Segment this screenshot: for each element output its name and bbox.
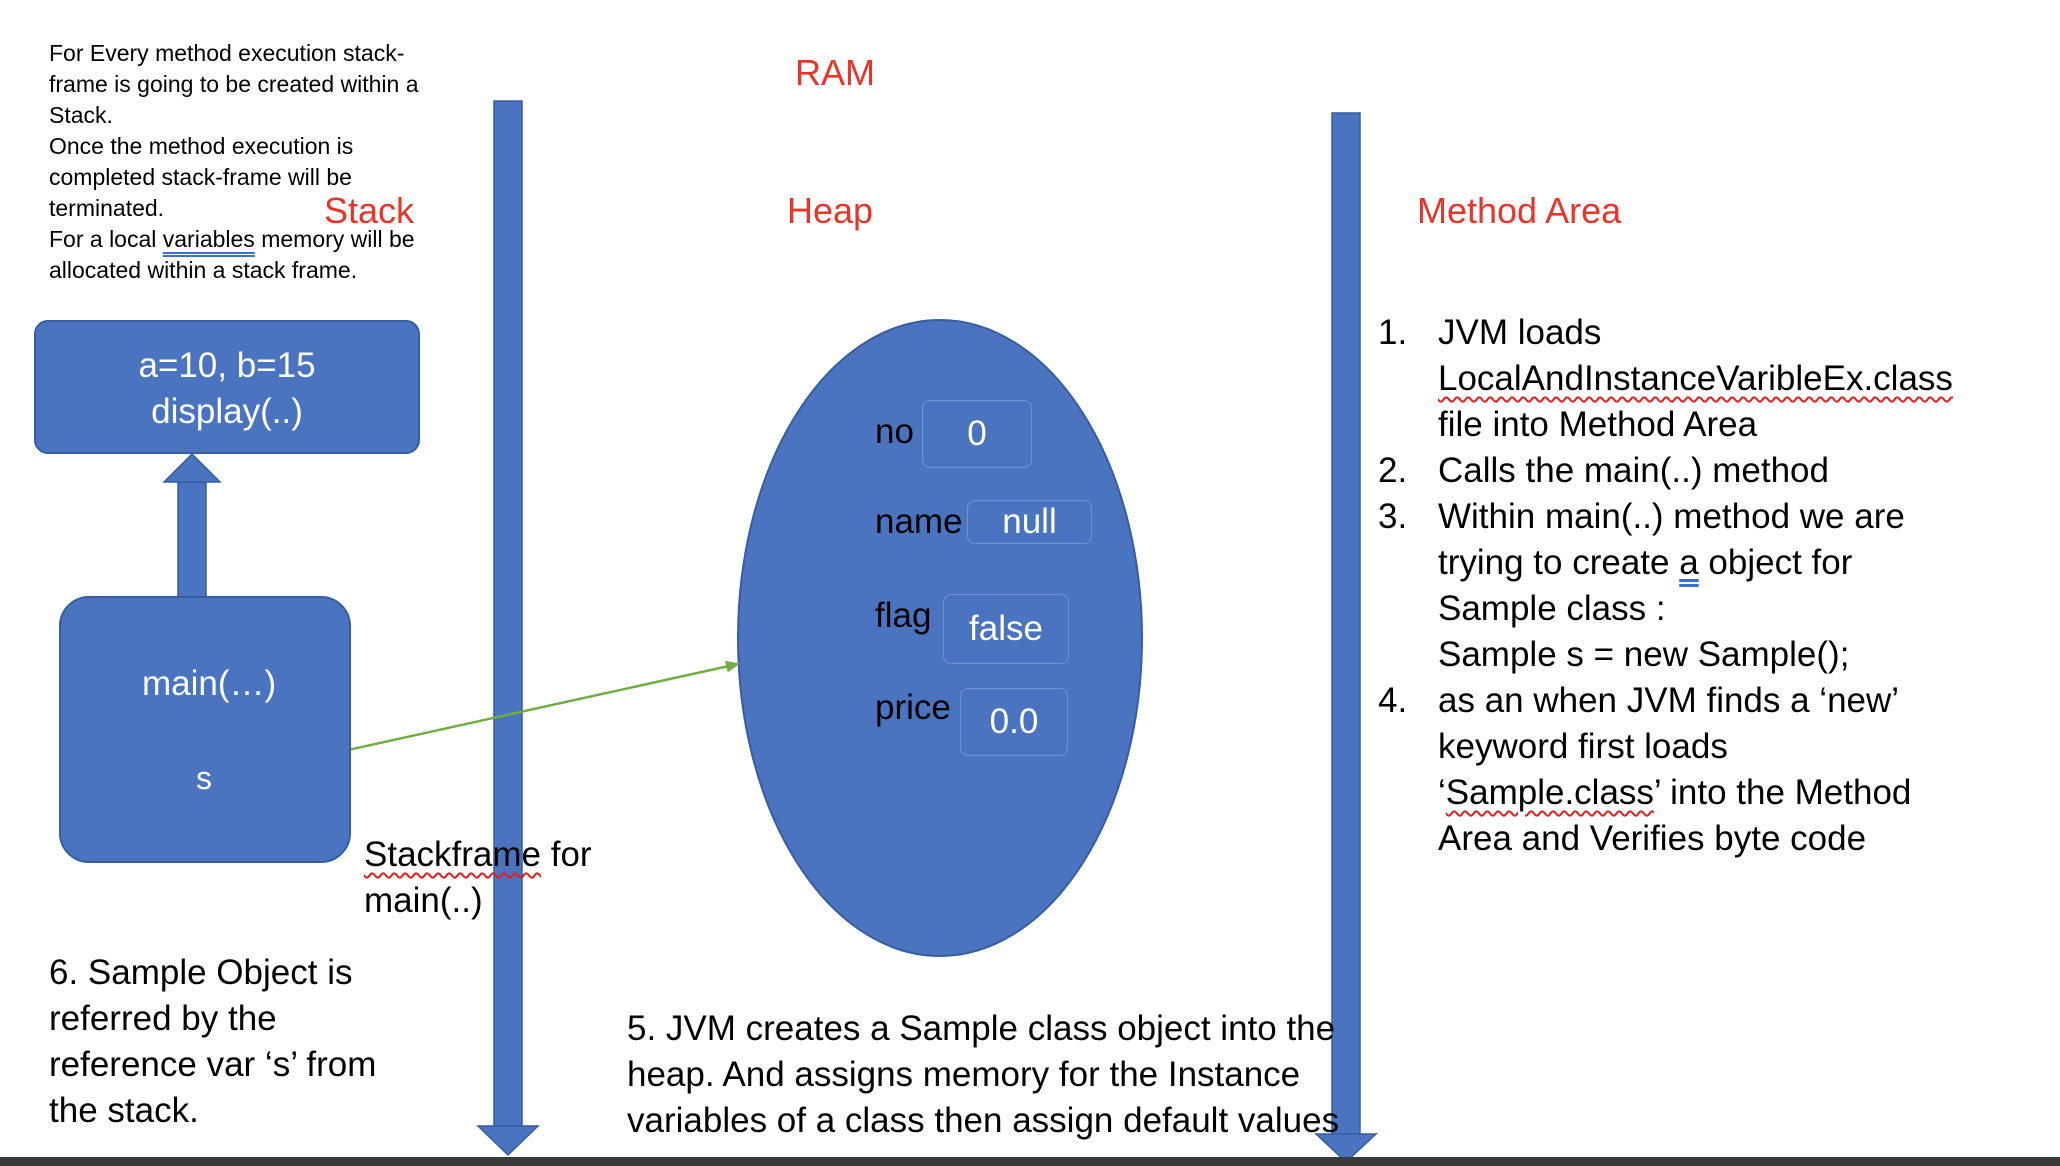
intro-line: completed stack-frame will be (49, 164, 352, 190)
display-frame-method: display(..) (151, 392, 303, 431)
display-frame-vars: a=10, b=15 (138, 346, 316, 385)
main-stack-frame: main(…) s (59, 596, 351, 863)
field-no-value: 0 (922, 400, 1032, 468)
step5-line: 5. JVM creates a Sample class object int… (627, 1009, 1336, 1048)
intro-line: Once the method execution is (49, 133, 354, 159)
step6-line: 6. Sample Object is (49, 953, 353, 992)
intro-line: For Every method execution stack- (49, 40, 405, 66)
step5-line: heap. And assigns memory for the Instanc… (627, 1055, 1301, 1094)
step-line: 3.Within main(..) method we are (1378, 497, 1905, 536)
step6-line: the stack. (49, 1091, 199, 1130)
intro-line: allocated within a stack frame. (49, 257, 358, 283)
heap-object-ellipse (737, 319, 1143, 957)
field-name-value: null (967, 500, 1092, 544)
field-price-value: 0.0 (960, 688, 1068, 756)
method-area-divider-arrow (1314, 112, 1378, 1164)
heap-title: Heap (787, 190, 874, 231)
stack-title: Stack (324, 190, 415, 231)
main-frame-label: main(…) (142, 664, 277, 703)
step5-line: variables of a class then assign default… (627, 1101, 1340, 1140)
step6-line: reference var ‘s’ from (49, 1045, 377, 1084)
main-frame-ref-s: s (196, 760, 212, 796)
field-no-label: no (875, 412, 914, 451)
step-line: LocalAndInstanceVaribleEx.class (1438, 359, 1953, 398)
intro-line: Stack. (49, 102, 113, 128)
field-price-label: price (875, 688, 951, 727)
method-area-steps: 1.JVM loads LocalAndInstanceVaribleEx.cl… (1378, 310, 1953, 862)
display-stack-frame: a=10, b=15 display(..) (34, 320, 420, 454)
field-flag-value: false (943, 594, 1069, 664)
field-name-label: name (875, 502, 963, 541)
method-area-title: Method Area (1417, 190, 1622, 231)
step-line: trying to create a object for (1438, 543, 1853, 582)
step-line: Sample class : (1438, 589, 1666, 628)
step-line: file into Method Area (1438, 405, 1758, 444)
stackframe-for: for (541, 835, 592, 874)
stackframe-main: main(..) (364, 881, 483, 920)
ram-title: RAM (795, 52, 875, 93)
stackframe-word: Stackframe (364, 835, 541, 874)
step-line: Sample s = new Sample(); (1438, 635, 1850, 674)
step-line: Area and Verifies byte code (1438, 819, 1867, 858)
stackframe-caption: Stackframe for main(..) (364, 832, 592, 924)
intro-line: frame is going to be created within a (49, 71, 419, 97)
bottom-border (0, 1157, 2060, 1166)
step-line: 2. Calls the main(..) method (1378, 451, 1829, 490)
stack-up-arrow (162, 452, 222, 598)
intro-note: For Every method execution stack- frame … (49, 38, 418, 286)
intro-line: terminated. (49, 195, 165, 221)
stack-divider-arrow (476, 100, 540, 1157)
intro-line: For a local variables memory will be (49, 226, 415, 252)
step5-note: 5. JVM creates a Sample class object int… (627, 1006, 1339, 1144)
method-area-step-list: 1.JVM loads LocalAndInstanceVaribleEx.cl… (1378, 310, 1953, 862)
step-line: keyword first loads (1438, 727, 1728, 766)
step6-note: 6. Sample Object is referred by the refe… (49, 950, 376, 1134)
field-flag-label: flag (875, 596, 932, 635)
step-line: 1.JVM loads (1378, 313, 1602, 352)
step-line: 4. as an when JVM finds a ‘new’ (1378, 681, 1900, 720)
step6-line: referred by the (49, 999, 277, 1038)
step-line: ‘Sample.class’ into the Method (1438, 773, 1912, 812)
